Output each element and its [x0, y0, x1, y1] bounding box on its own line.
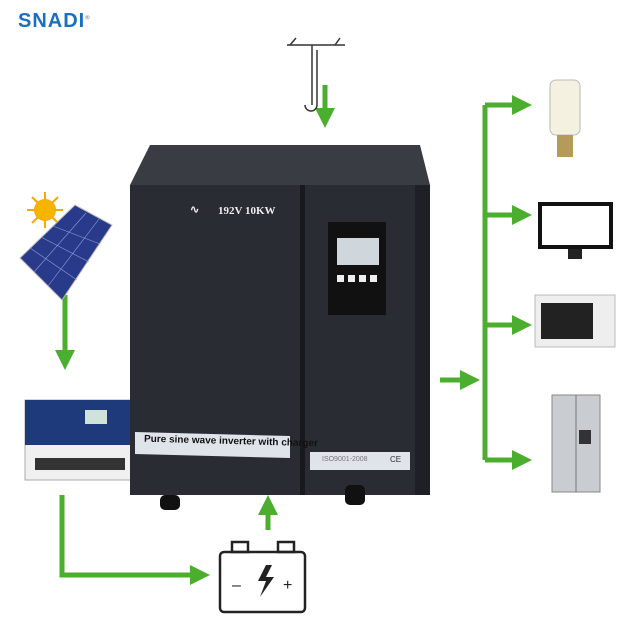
utility-pole-icon — [287, 37, 345, 112]
brand-logo: SNADI® — [18, 10, 91, 32]
control-panel — [328, 222, 386, 315]
flow-arrows — [55, 85, 532, 585]
cert-label: ISO9001-2008 — [322, 456, 368, 463]
microwave-icon — [534, 294, 616, 348]
charge-controller-icon — [24, 399, 136, 481]
svg-text:+: + — [283, 577, 292, 594]
battery-icon: – + — [218, 540, 307, 614]
controller-to-battery-arrow — [59, 495, 210, 585]
inverter-unit — [130, 145, 430, 510]
refrigerator-icon — [551, 394, 601, 493]
solar-panel-icon — [19, 204, 113, 301]
svg-text:–: – — [232, 577, 241, 594]
light-bulb-icon — [549, 79, 581, 157]
ce-mark: CE — [390, 455, 402, 464]
lcd-screen — [337, 238, 379, 265]
brand-name: SNADI — [18, 10, 86, 32]
sun-icon — [27, 192, 63, 228]
monitor-icon — [538, 202, 613, 259]
rating-label: 192V 10KW — [218, 205, 276, 217]
wave-symbol: ∿ — [190, 204, 200, 216]
panel-buttons — [337, 275, 377, 282]
